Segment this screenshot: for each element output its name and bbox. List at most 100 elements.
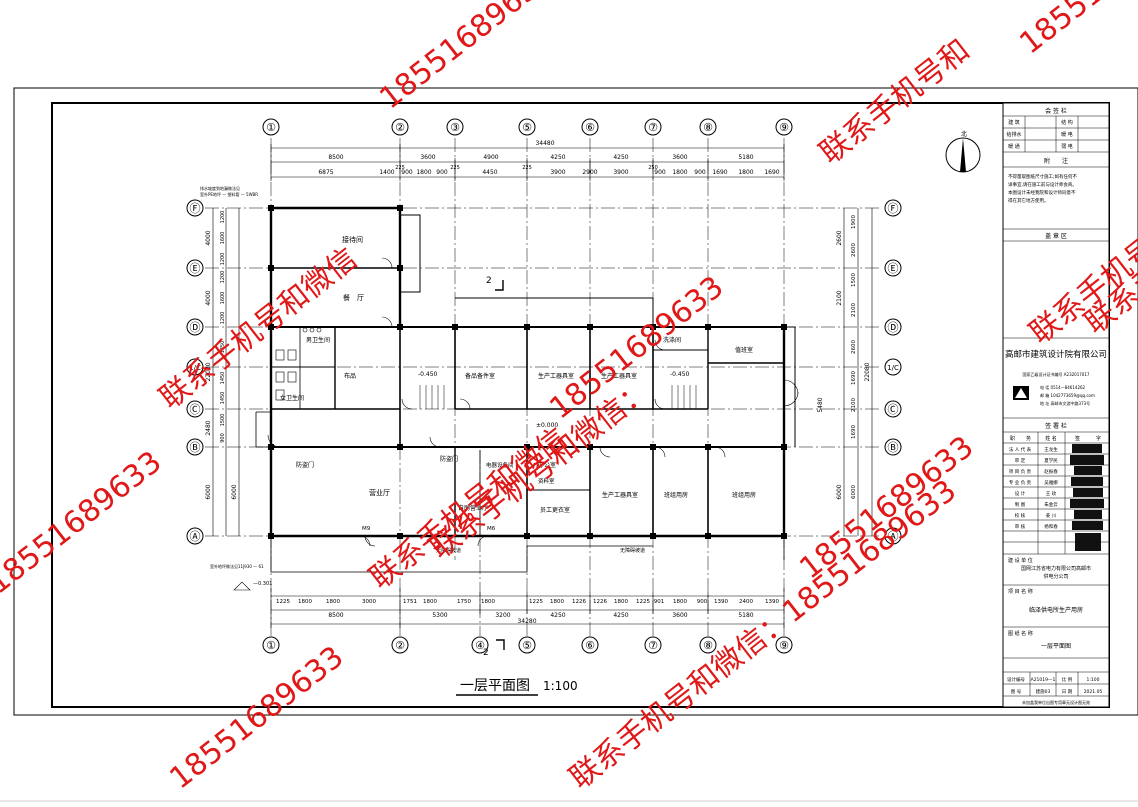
misc-labels: 防盗门 防盗门 ±0.000 M9 M6 2 2 无障碍坡道 无障碍坡道 排水坡… bbox=[200, 185, 645, 658]
room-label: 营业厅 bbox=[369, 488, 390, 497]
approve-table bbox=[1003, 432, 1109, 554]
dim-label: 4000 bbox=[205, 230, 212, 245]
sign-header: 会 签 栏 bbox=[1045, 107, 1067, 115]
dim-label: 1750 bbox=[457, 599, 471, 605]
stamp-header: 盖 章 区 bbox=[1045, 232, 1067, 240]
svg-text:Ⓑ: Ⓑ bbox=[888, 441, 899, 454]
svg-text:②: ② bbox=[395, 639, 405, 652]
dim-label: 5300 bbox=[432, 612, 447, 619]
dim-label: 225 bbox=[450, 165, 460, 171]
door-tag: M6 bbox=[487, 526, 496, 532]
axis-bubble: ⑨ bbox=[775, 118, 793, 136]
dim-label: 901 bbox=[654, 599, 665, 605]
note-label: 排水坡度到地漏做法见室外PE地坪 — 塑料管 — 5WBR bbox=[200, 185, 258, 197]
dim-label: 1500 bbox=[220, 414, 226, 427]
approve-col: 字 bbox=[1096, 435, 1101, 442]
drawing-name: 一层平面图 bbox=[1041, 643, 1071, 650]
dim-label: 4250 bbox=[550, 154, 565, 161]
room-label: 生产工器具室 bbox=[601, 372, 637, 380]
room-label: 女卫生间 bbox=[280, 394, 304, 402]
axis-bubble: Ⓐ bbox=[884, 527, 902, 545]
axis-bubble: ③ bbox=[446, 118, 464, 136]
info-cell: 比 例 bbox=[1062, 676, 1073, 683]
text-line: 国网江苏省电力有限公司高邮市 bbox=[1021, 565, 1091, 572]
approve-header: 签 署 栏 bbox=[1045, 422, 1067, 430]
approve-person: 吴雅娜 bbox=[1044, 479, 1058, 486]
dim-label: 8500 bbox=[328, 612, 343, 619]
axis-bubbles-top: ① ② ③ ⑤ ⑥ ⑦ ⑧ ⑨ bbox=[262, 118, 793, 136]
dim-label: 3600 bbox=[672, 154, 687, 161]
drawing-title-text: 一层平面图 bbox=[460, 678, 530, 694]
approve-person: 朱金云 bbox=[1044, 501, 1058, 508]
elevation-label: ±0.000 bbox=[536, 422, 558, 429]
room-label: 生产工器具室 bbox=[602, 491, 638, 499]
axis-bubble: ② bbox=[391, 118, 409, 136]
dim-label: 4250 bbox=[550, 612, 565, 619]
drawing-header: 图 纸 名 称 bbox=[1008, 630, 1033, 637]
dim-label: 1200 bbox=[220, 253, 226, 266]
door-tag: M9 bbox=[362, 526, 371, 532]
axis-bubble: Ⓒ bbox=[186, 400, 204, 418]
section-cut-bottom bbox=[496, 639, 505, 650]
dim-label: 1800 bbox=[672, 169, 687, 176]
dim-label: 2100 bbox=[836, 290, 843, 305]
watermark-text: 18551689633 bbox=[1013, 0, 1138, 61]
dim-label: 34280 bbox=[517, 618, 536, 625]
dim-label: 1226 bbox=[593, 599, 607, 605]
dim-label: 900 bbox=[220, 433, 226, 443]
dim-label: 1500 bbox=[851, 273, 857, 287]
svg-text:1/C: 1/C bbox=[887, 364, 899, 372]
dim-label: 1800 bbox=[481, 599, 495, 605]
room-labels: 接待间 餐 厅 男卫生间 女卫生间 布品 备品备件室 生产工器具室 生产工器具室… bbox=[280, 235, 756, 514]
info-cell: 图 号 bbox=[1011, 689, 1022, 695]
dim-label: 1225 bbox=[636, 599, 650, 605]
dim-label: 225 bbox=[395, 165, 405, 171]
room-label: 餐 厅 bbox=[343, 293, 364, 302]
room-label: -0.450 bbox=[418, 371, 438, 378]
contact-phone: 电 话 0514—84614262 bbox=[1040, 384, 1086, 390]
room-label: 电器设备间 bbox=[486, 461, 514, 469]
dim-label: 3900 bbox=[550, 169, 565, 176]
svg-text:⑤: ⑤ bbox=[522, 121, 532, 134]
svg-text:②: ② bbox=[395, 121, 405, 134]
dim-label: 2900 bbox=[582, 169, 597, 176]
dimension-text-bottom: 1225 1800 1800 3000 1751 1800 1750 1800 … bbox=[276, 599, 779, 625]
dim-label: 4250 bbox=[613, 154, 628, 161]
dim-label: 4250 bbox=[613, 612, 628, 619]
dim-label: 2100 bbox=[851, 398, 857, 412]
section-cut-top bbox=[495, 280, 504, 291]
dim-label: 4900 bbox=[483, 154, 498, 161]
dim-label: 5180 bbox=[738, 154, 753, 161]
dim-label: 1390 bbox=[765, 599, 779, 605]
dimension-text-top: 34480 8500 3600 4900 4250 4250 3600 5180… bbox=[318, 140, 779, 176]
svg-text:Ⓐ: Ⓐ bbox=[190, 530, 201, 543]
svg-text:Ⓔ: Ⓔ bbox=[888, 262, 899, 275]
dim-label: 6875 bbox=[318, 169, 333, 176]
dim-label: 3000 bbox=[362, 599, 376, 605]
dim-label: 34480 bbox=[535, 140, 554, 147]
approve-person: 王 玫 bbox=[1046, 490, 1057, 497]
dim-label: 3900 bbox=[613, 169, 628, 176]
dim-label: 4450 bbox=[482, 169, 497, 176]
dim-label: 2600 bbox=[851, 340, 857, 354]
room-label: 员工更衣室 bbox=[540, 506, 570, 514]
approve-role: 制 图 bbox=[1015, 501, 1026, 508]
sign-cell: 弱 电 bbox=[1061, 143, 1073, 150]
sign-cell: 暖 通 bbox=[1008, 143, 1020, 150]
dim-label: 3600 bbox=[420, 154, 435, 161]
axis-bubble: Ⓕ bbox=[884, 199, 902, 217]
title-block-footer: 未加盖我单位出图专用章无设计图无效 bbox=[1022, 699, 1090, 705]
svg-text:Ⓒ: Ⓒ bbox=[190, 403, 201, 416]
svg-text:1/C: 1/C bbox=[189, 364, 201, 372]
dim-label: 6000 bbox=[231, 484, 238, 499]
svg-text:①: ① bbox=[266, 639, 276, 652]
svg-text:Ⓓ: Ⓓ bbox=[190, 321, 201, 334]
info-cell: 日 期 bbox=[1062, 689, 1073, 695]
signature-marks bbox=[1070, 444, 1104, 551]
dim-label: 1751 bbox=[403, 599, 417, 605]
sign-cell: 结 构 bbox=[1061, 119, 1073, 126]
dim-label: 1800 bbox=[326, 599, 340, 605]
door-label: 防盗门 bbox=[296, 461, 314, 469]
